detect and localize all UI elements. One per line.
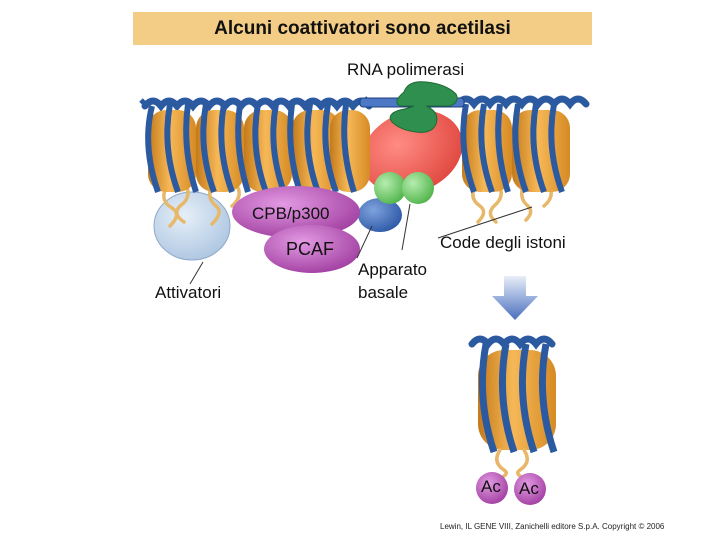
label-activators: Attivatori [155,283,222,302]
label-ac-left: Ac [481,477,501,496]
label-ac-right: Ac [519,479,539,498]
basal-blue-ball [358,198,402,232]
title-bar: Alcuni coattivatori sono acetilasi [133,12,592,45]
rna-polymerase-shape [389,81,458,133]
label-cpb-p300: CPB/p300 [252,204,330,223]
basal-green-ball-left [374,172,406,204]
cpb-p300-blob [232,186,360,238]
label-rna-polymerase: RNA polimerasi [347,60,465,79]
label-pcaf: PCAF [286,239,335,259]
acetyl-group-right [514,473,546,505]
label-basal-apparatus-2: basale [358,283,409,302]
down-arrow [492,276,538,320]
pcaf-blob [264,225,360,273]
label-histone-tails: Code degli istoni [440,233,566,252]
copyright-credit: Lewin, IL GENE VIII, Zanichelli editore … [440,522,665,531]
nucleosome-array-left [139,96,373,194]
page-title: Alcuni coattivatori sono acetilasi [214,17,511,39]
label-basal-apparatus-1: Apparato [358,260,427,279]
basal-green-ball-right [402,172,434,204]
leader-lines [189,203,533,285]
single-nucleosome [468,335,558,505]
acetyl-group-left [476,472,508,504]
nucleosome-array-right [454,95,590,194]
